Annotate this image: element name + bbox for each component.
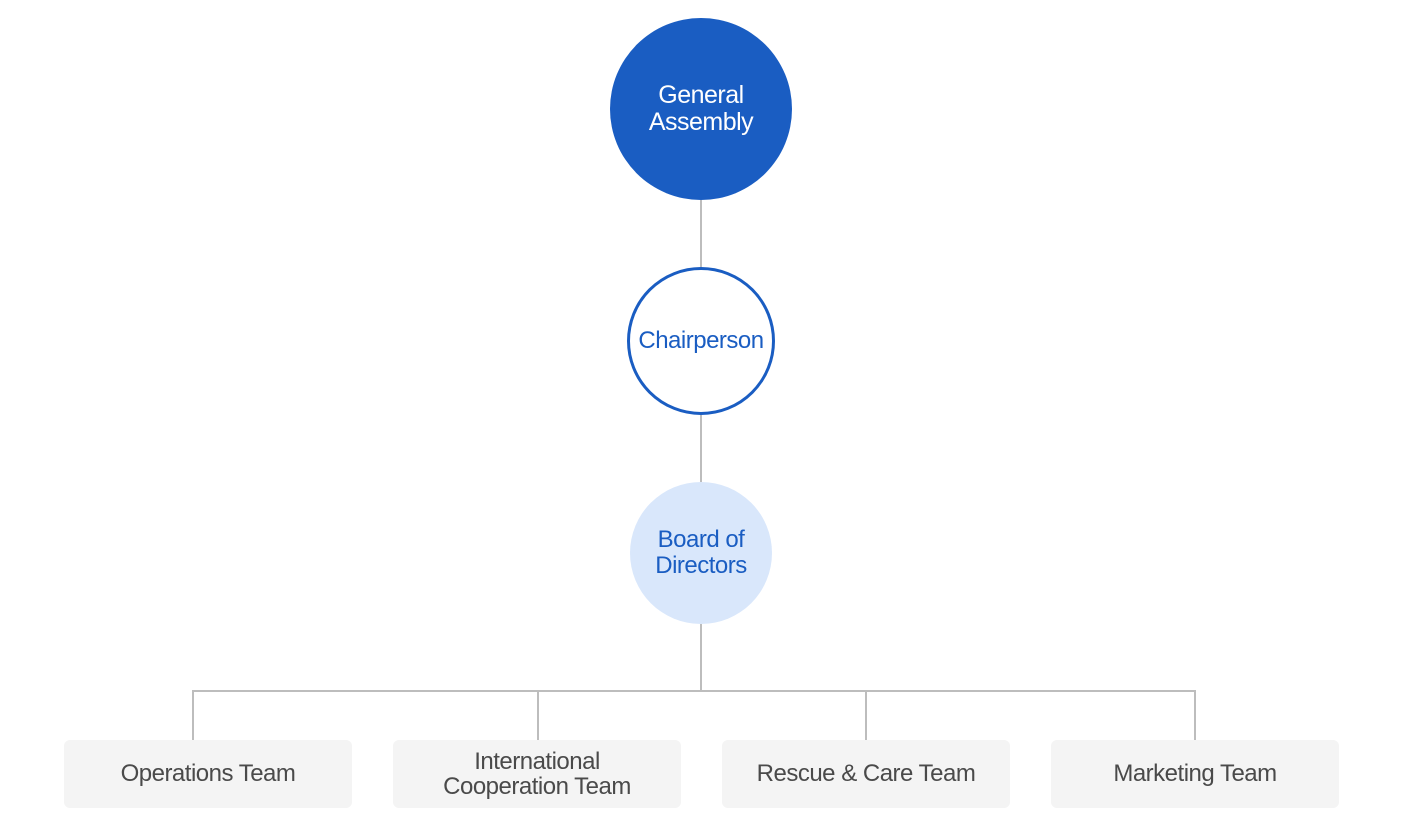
board-of-directors-node: Board of Directors: [630, 482, 772, 624]
team-label-operations: Operations Team: [120, 760, 296, 788]
team-box-marketing: Marketing Team: [1051, 740, 1339, 808]
team-box-international-cooperation: International Cooperation Team: [393, 740, 681, 808]
chairperson-node: Chairperson: [627, 267, 775, 415]
team-box-operations: Operations Team: [64, 740, 352, 808]
general-assembly-node: General Assembly: [610, 18, 792, 200]
chairperson-label: Chairperson: [638, 326, 764, 354]
team-label-international-cooperation: International Cooperation Team: [443, 747, 631, 800]
board-of-directors-label: Board of Directors: [655, 525, 747, 579]
team-label-rescue-care: Rescue & Care Team: [756, 760, 976, 788]
team-box-rescue-care: Rescue & Care Team: [722, 740, 1010, 808]
general-assembly-label: General Assembly: [648, 80, 754, 136]
team-label-marketing: Marketing Team: [1113, 760, 1277, 788]
